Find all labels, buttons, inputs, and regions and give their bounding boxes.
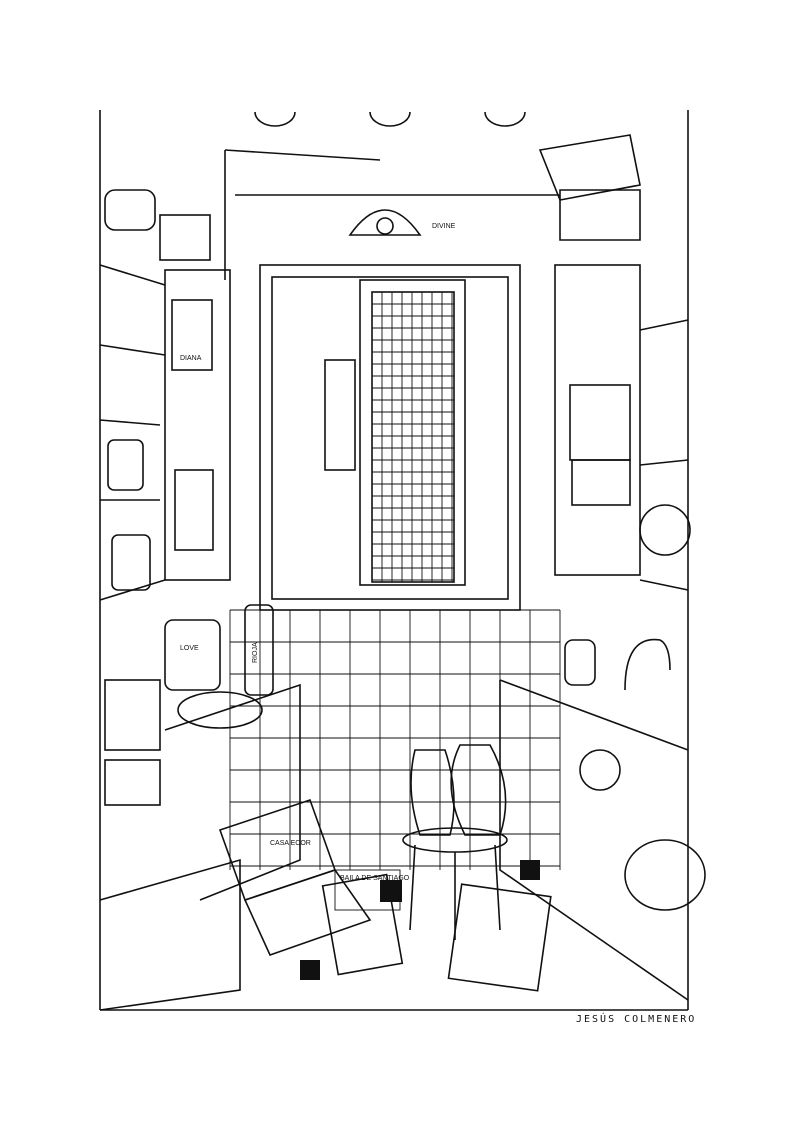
stool-with-vases [321,744,552,992]
right-shelves [538,134,691,591]
svg-text:RIOJA: RIOJA [252,642,259,663]
floor-tiles [300,860,540,980]
drawing-lettering: DIANA RIOJA DIVINE CASA ECOR BAILA DE SA… [180,223,456,882]
artist-signature: JESÚS COLMENERO [576,1014,697,1025]
svg-text:BAILA DE SANTIAGO: BAILA DE SANTIAGO [340,875,410,882]
left-shelves [99,189,231,601]
svg-text:DIANA: DIANA [180,355,202,362]
right-counter [499,638,706,1001]
desk-lamp [224,149,422,280]
ceiling-suns [254,111,526,127]
svg-text:LOVE: LOVE [180,645,199,652]
left-counter [99,604,301,1011]
wall-tiles [229,609,561,870]
window [259,264,521,611]
svg-text:CASA ECOR: CASA ECOR [270,840,311,847]
window-grid [371,291,454,582]
room-outline [99,110,689,1011]
svg-text:DIVINE: DIVINE [432,223,456,230]
